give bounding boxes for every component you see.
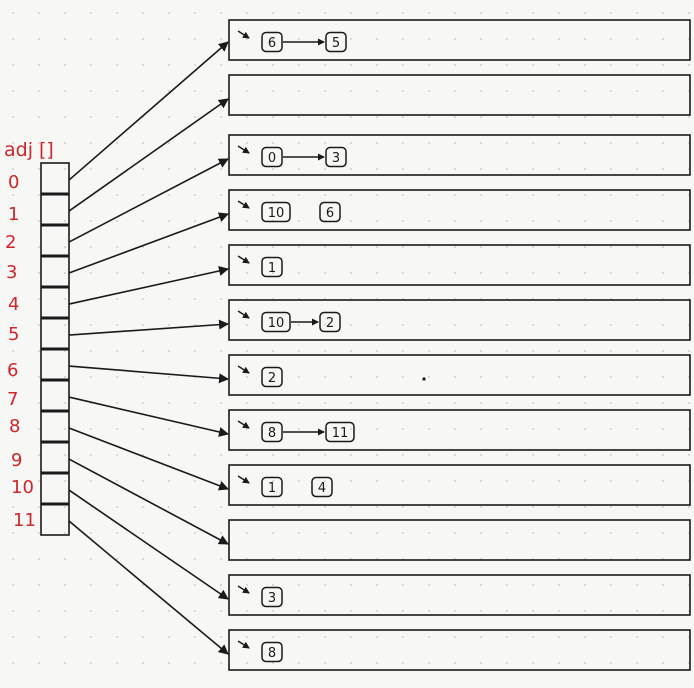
- pointer-arrow-11: [68, 520, 229, 655]
- list-node-value: 3: [332, 151, 340, 166]
- list-node: [261, 366, 283, 388]
- index-label-6: 6: [7, 360, 18, 381]
- list-node-value: 5: [332, 36, 340, 51]
- list-row-3: 10 6: [228, 189, 691, 231]
- list-node: [325, 146, 347, 168]
- list-row-box: [228, 354, 691, 396]
- list-row-11: 8: [228, 629, 691, 671]
- list-node-value: 6: [268, 36, 276, 51]
- list-node: [311, 476, 333, 498]
- list-row-7: 8 11: [228, 409, 691, 451]
- pointer-arrow-5: [68, 319, 229, 336]
- list-node: [261, 421, 283, 443]
- list-row-box: [228, 464, 691, 506]
- index-label-11: 11: [13, 510, 36, 531]
- list-node: [319, 201, 341, 223]
- head-pointer-arrow: [237, 255, 250, 264]
- list-row-box: [228, 244, 691, 286]
- list-row-1: [228, 74, 691, 116]
- pointer-arrow-6: [68, 365, 229, 384]
- list-node: [261, 31, 283, 53]
- list-node: [261, 641, 283, 663]
- list-row-box: [228, 19, 691, 61]
- index-label-8: 8: [9, 416, 20, 437]
- array-label: adj []: [4, 139, 54, 161]
- list-node: [261, 311, 291, 333]
- list-row-box: [228, 409, 691, 451]
- list-row-box: [228, 299, 691, 341]
- head-pointer-arrow: [237, 145, 250, 154]
- list-node-value: 10: [268, 206, 285, 221]
- index-label-1: 1: [8, 204, 19, 225]
- pointer-arrow-1: [68, 98, 229, 212]
- index-label-0: 0: [8, 172, 19, 193]
- pointer-arrows: [68, 41, 229, 655]
- head-pointer-arrow: [237, 310, 250, 319]
- pointer-arrow-8: [68, 427, 229, 491]
- index-labels: 0 1 2 3 4 5 6 7 8 9 10 11: [5, 172, 36, 531]
- list-node-value: 2: [268, 371, 276, 386]
- list-row-box: [228, 629, 691, 671]
- index-label-10: 10: [11, 477, 34, 498]
- stray-dot: [422, 377, 426, 381]
- head-pointer-arrow: [237, 475, 250, 484]
- list-row-box: [228, 134, 691, 176]
- list-node-value: 1: [268, 481, 276, 496]
- list-row-4: 1: [228, 244, 691, 286]
- head-pointer-arrow: [237, 30, 250, 39]
- list-node-value: 6: [326, 206, 334, 221]
- head-pointer-arrow: [237, 640, 250, 649]
- list-row-9: [228, 519, 691, 561]
- head-pointer-arrow: [237, 420, 250, 429]
- list-node: [325, 421, 355, 443]
- pointer-arrow-4: [68, 266, 229, 305]
- index-label-3: 3: [6, 262, 17, 283]
- pointer-arrow-0: [68, 41, 229, 181]
- pointer-arrow-9: [68, 458, 229, 545]
- list-node-value: 8: [268, 426, 276, 441]
- list-node-value: 8: [268, 646, 276, 661]
- list-node-value: 2: [326, 316, 334, 331]
- list-node-value: 3: [268, 591, 276, 606]
- head-pointer-arrow: [237, 585, 250, 594]
- pointer-arrow-7: [68, 396, 229, 437]
- adj-array: [40, 162, 70, 536]
- index-label-9: 9: [11, 450, 22, 471]
- head-pointer-arrow: [237, 200, 250, 209]
- list-node: [261, 476, 283, 498]
- list-row-box: [228, 519, 691, 561]
- list-row-10: 3: [228, 574, 691, 616]
- list-node: [261, 146, 283, 168]
- list-node: [261, 201, 291, 223]
- index-label-7: 7: [7, 389, 18, 410]
- index-label-4: 4: [8, 294, 19, 315]
- list-row-box: [228, 74, 691, 116]
- list-row-5: 10 2: [228, 299, 691, 341]
- list-node-value: 10: [268, 316, 285, 331]
- index-label-2: 2: [5, 232, 16, 253]
- pointer-arrow-10: [68, 489, 229, 600]
- list-node-value: 11: [332, 426, 349, 441]
- list-node-value: 1: [268, 261, 276, 276]
- list-row-box: [228, 189, 691, 231]
- list-row-box: [228, 574, 691, 616]
- list-node: [261, 256, 283, 278]
- pointer-arrow-2: [68, 158, 229, 243]
- list-node-value: 4: [318, 481, 326, 496]
- index-label-5: 5: [8, 324, 19, 345]
- list-node: [325, 31, 347, 53]
- pointer-arrow-3: [68, 212, 229, 274]
- list-row-6: 2: [228, 354, 691, 396]
- list-node: [319, 311, 341, 333]
- head-pointer-arrow: [237, 365, 250, 374]
- list-node-value: 0: [268, 151, 276, 166]
- list-node: [261, 586, 283, 608]
